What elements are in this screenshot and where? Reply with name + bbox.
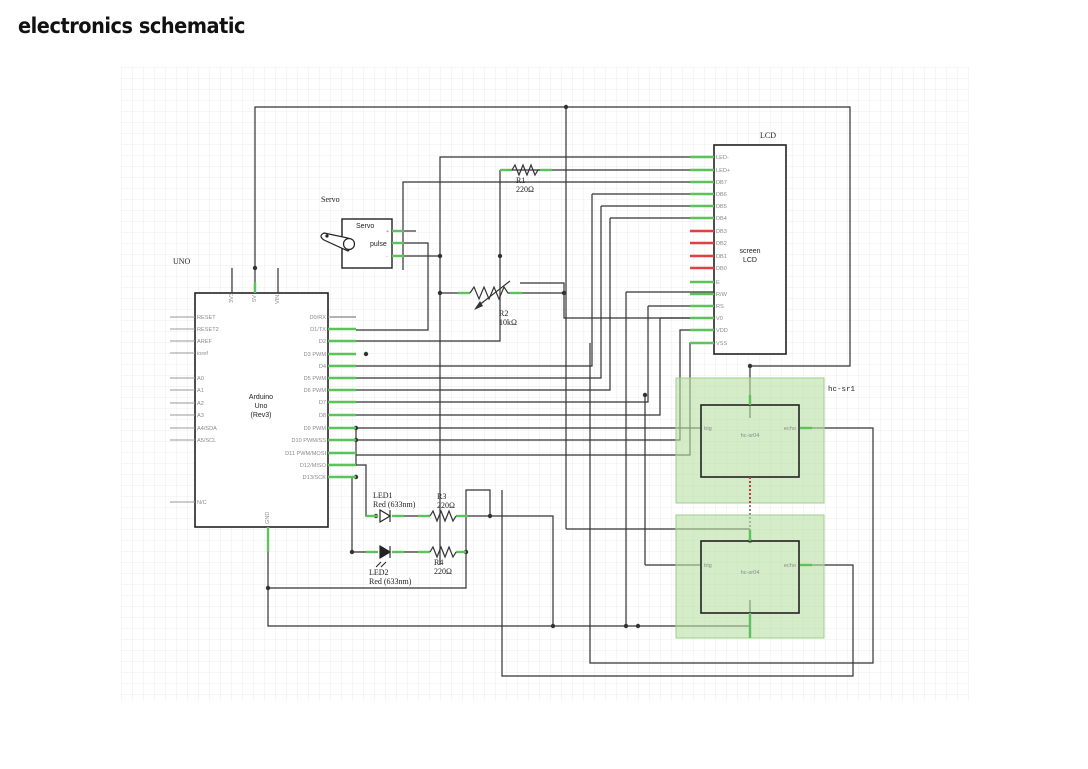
r3-value: 220Ω: [437, 501, 455, 510]
lcd-pin-vdd: VDD: [716, 328, 728, 334]
hcsr04-sensor-2[interactable]: hc-sr04 trig echo: [675, 514, 825, 639]
lcd-pin-led-minus: LED-: [716, 155, 729, 161]
arduino-pin-d11: D11 PWM/MOSI: [285, 451, 326, 457]
potentiometer-arrow-icon: [474, 301, 483, 310]
arduino-name-3: (Rev3): [250, 412, 271, 419]
arduino-pin-d13: D13/SCK: [303, 475, 327, 481]
r3-name: R3: [437, 492, 446, 501]
lcd-pin-db3: DB3: [716, 229, 727, 235]
r1-name: R1: [516, 176, 525, 185]
arduino-pin-a1: A1: [197, 388, 204, 394]
servo-motor[interactable]: Servo pulse + -: [320, 218, 416, 269]
arduino-pin-reset2: RESET2: [197, 327, 219, 333]
lcd-screen[interactable]: screen LCD LED- LED+ DB7 DB6 DB5 DB4 DB3…: [690, 144, 787, 355]
arduino-pin-a5: A5/SCL: [197, 438, 216, 444]
led-led1[interactable]: LED1 Red (633nm): [366, 491, 416, 524]
sensor1-name: hc-sr04: [741, 433, 760, 439]
arduino-pin-d2: D2: [319, 339, 326, 345]
arduino-pin-nc: N/C: [197, 500, 207, 506]
arduino-pin-aref: AREF: [197, 339, 213, 345]
resistor-r3[interactable]: R3 220Ω: [418, 492, 468, 523]
arduino-uno[interactable]: Arduino Uno (Rev3) 3V3 5V VIN GND RESET …: [170, 268, 356, 552]
led2-diode-icon: [379, 544, 392, 560]
lcd-pin-rw: R/W: [716, 292, 728, 298]
lcd-pin-db6: DB6: [716, 192, 727, 198]
arduino-pin-vin: VIN: [275, 295, 281, 304]
led1-diode-icon: [379, 508, 392, 524]
r2-name: R2: [499, 309, 508, 318]
arduino-pin-d1: D1/TX: [310, 327, 326, 333]
led2-value: Red (633nm): [369, 577, 412, 586]
lcd-pin-db2: DB2: [716, 241, 727, 247]
arduino-pin-a0: A0: [197, 376, 204, 382]
arduino-name-1: Arduino: [249, 394, 273, 401]
arduino-pin-d8: D8: [319, 413, 326, 419]
arduino-pin-d4: D4: [319, 364, 326, 370]
servo-minus-label: -: [386, 254, 388, 260]
lcd-name-1: screen: [739, 248, 760, 255]
lcd-heading: LCD: [760, 131, 776, 140]
led2-light-arrows-icon: [375, 561, 387, 568]
servo-name: Servo: [356, 223, 374, 230]
arduino-pin-d6: D6 PWM: [304, 388, 327, 394]
lcd-pin-vss: VSS: [716, 341, 727, 347]
servo-plus-label: +: [386, 229, 389, 235]
arduino-pin-d3: D3 PWM: [304, 352, 327, 358]
arduino-pin-5v: 5V: [252, 295, 258, 302]
arduino-pin-a3: A3: [197, 413, 204, 419]
arduino-pin-d7: D7: [319, 400, 326, 406]
arduino-pin-d0: D0/RX: [310, 315, 327, 321]
sensor1-pin-echo: echo: [784, 426, 796, 432]
arduino-name-2: Uno: [255, 403, 268, 410]
hcsr04-sensor-1[interactable]: hc-sr04 trig echo: [675, 377, 825, 504]
r4-name: R4: [434, 558, 443, 567]
uno-label: UNO: [173, 257, 191, 266]
resistor-r1[interactable]: R1 220Ω: [500, 163, 552, 194]
lcd-pin-db1: DB1: [716, 254, 727, 260]
led2-name: LED2: [369, 568, 389, 577]
servo-heading: Servo: [321, 195, 340, 204]
r2-value: 10kΩ: [499, 318, 517, 327]
lcd-pin-led-plus: LED+: [716, 168, 730, 174]
r1-value: 220Ω: [516, 185, 534, 194]
r4-value: 220Ω: [434, 567, 452, 576]
arduino-pin-ioref: ioref: [197, 351, 208, 357]
arduino-pin-d9: D9 PWM: [304, 426, 327, 432]
arduino-pin-d5: D5 PWM: [304, 376, 327, 382]
led1-name: LED1: [373, 491, 393, 500]
arduino-pin-a4: A4/SDA: [197, 426, 217, 432]
lcd-pin-db4: DB4: [716, 216, 727, 222]
arduino-pin-a2: A2: [197, 401, 204, 407]
arduino-pin-reset: RESET: [197, 315, 216, 321]
sensor1-pin-trig: trig: [704, 426, 712, 432]
hcsr-heading: hc-sr1: [828, 386, 856, 394]
arduino-pin-d10: D10 PWM/SS: [291, 438, 326, 444]
led1-value: Red (633nm): [373, 500, 416, 509]
arduino-pin-gnd: GND: [265, 512, 271, 524]
arduino-pin-d12: D12/MISO: [300, 463, 327, 469]
sensor2-pin-trig: trig: [704, 563, 712, 569]
arduino-pin-3v3: 3V3: [229, 293, 235, 303]
sensor2-pin-echo: echo: [784, 563, 796, 569]
led-led2[interactable]: LED2 Red (633nm): [366, 544, 412, 586]
lcd-pin-db5: DB5: [716, 204, 727, 210]
servo-pulse-label: pulse: [370, 241, 387, 248]
sensor2-name: hc-sr04: [741, 570, 760, 576]
lcd-pin-db7: DB7: [716, 180, 727, 186]
potentiometer-r2[interactable]: R2 10kΩ: [458, 280, 522, 327]
lcd-pin-rs: RS: [716, 304, 724, 310]
lcd-pin-e: E: [716, 280, 720, 286]
lcd-pin-db0: DB0: [716, 266, 727, 272]
lcd-pin-v0: V0: [716, 316, 723, 322]
page-title: electronics schematic: [18, 14, 246, 38]
resistor-r4[interactable]: R4 220Ω: [418, 545, 466, 576]
lcd-name-2: LCD: [743, 257, 757, 264]
